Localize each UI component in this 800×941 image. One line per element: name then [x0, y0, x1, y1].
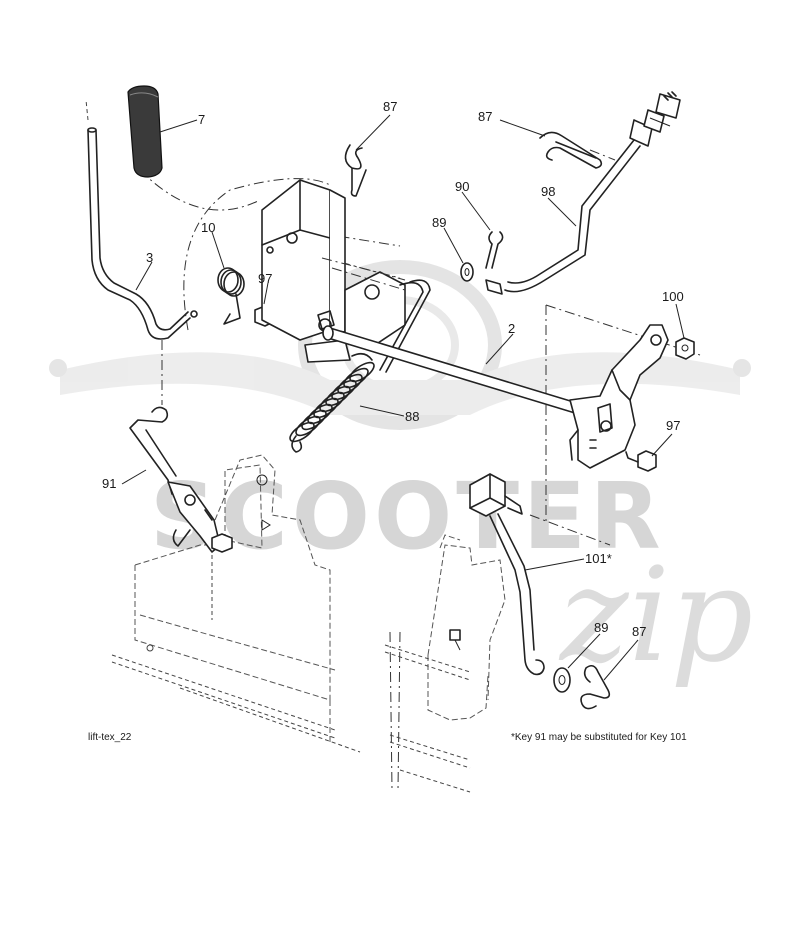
- callout-87-right: 87: [478, 109, 492, 124]
- callout-97-lower: 97: [666, 418, 680, 433]
- right-lift-link: [469, 473, 545, 676]
- watermark: SCOOTER zip: [49, 260, 753, 691]
- bolt-lower: [625, 450, 657, 472]
- callout-3: 3: [146, 250, 153, 265]
- leader-lines: [121, 114, 685, 681]
- callout-10: 10: [201, 220, 215, 235]
- centerlines: [139, 149, 701, 791]
- torsion-spring: [217, 267, 245, 325]
- rear-plate: [321, 257, 431, 373]
- callout-89-lower: 89: [594, 620, 608, 635]
- callout-97-upper: 97: [258, 271, 272, 286]
- callout-7: 7: [198, 112, 205, 127]
- callout-98: 98: [541, 184, 555, 199]
- left-lift-link: [129, 406, 233, 553]
- lift-handle: [85, 99, 198, 340]
- callout-91: 91: [102, 476, 116, 491]
- callout-2: 2: [508, 321, 515, 336]
- hex-nut: [675, 337, 695, 360]
- cotter-pin: [485, 231, 504, 269]
- washer-lower: [553, 667, 571, 693]
- washer-upper: [460, 262, 474, 282]
- callout-88: 88: [405, 409, 419, 424]
- extension-spring: [289, 352, 375, 453]
- watermark-brand: SCOOTER: [150, 463, 665, 570]
- callout-90: 90: [455, 179, 469, 194]
- callouts: 7 3 10 97 87 87 90 98 89 100 2 88 97 91 …: [102, 99, 684, 639]
- figure-id: lift-tex_22: [88, 732, 132, 743]
- adjustment-rod: [485, 91, 681, 295]
- hairpin-clip-2: [539, 131, 603, 169]
- callout-100: 100: [662, 289, 684, 304]
- substitution-footnote: *Key 91 may be substituted for Key 101: [511, 732, 687, 743]
- deck-right-outline: [384, 534, 506, 793]
- callout-87-top: 87: [383, 99, 397, 114]
- deck-left-outline: [111, 454, 361, 753]
- hairpin-clip-3: [580, 664, 611, 710]
- handle-grip: [127, 85, 163, 178]
- hairpin-clip-1: [344, 144, 367, 197]
- callout-101: 101*: [585, 551, 612, 566]
- right-lift-arm: [569, 324, 669, 469]
- callout-87-lower: 87: [632, 624, 646, 639]
- callout-89-upper: 89: [432, 215, 446, 230]
